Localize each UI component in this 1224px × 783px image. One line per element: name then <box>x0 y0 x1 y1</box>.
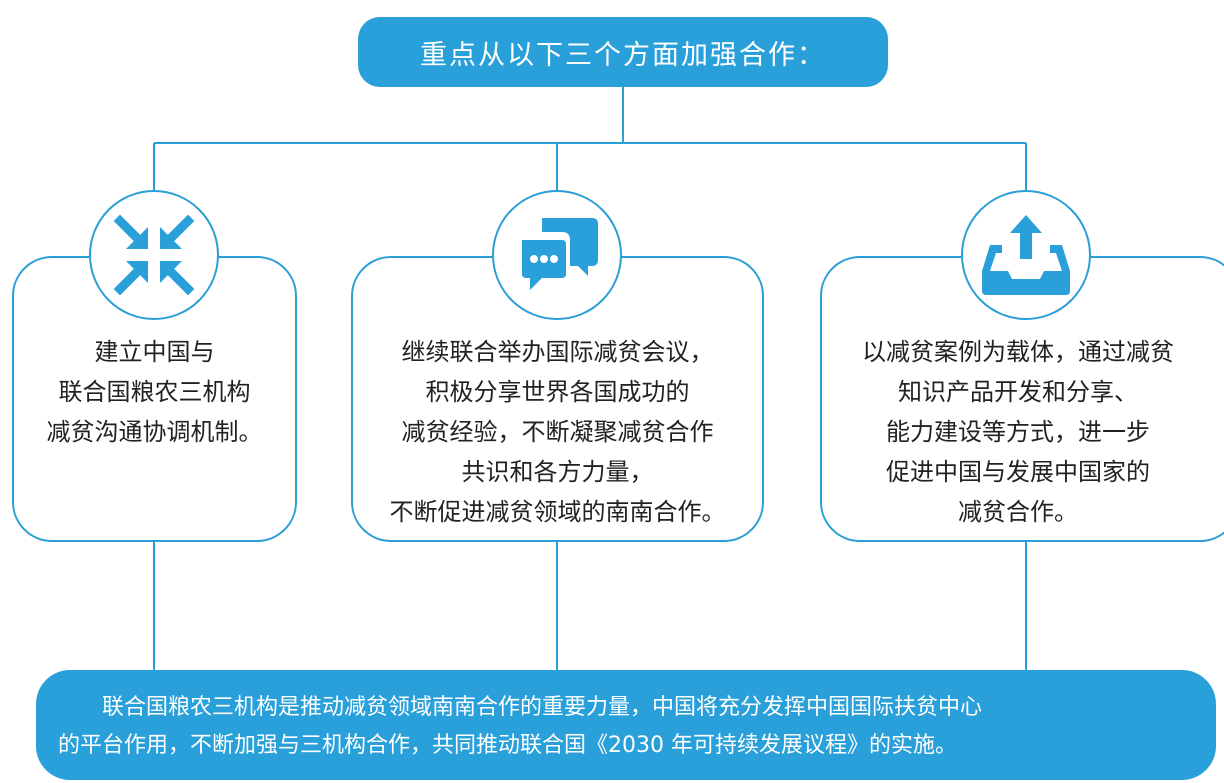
compress-arrows-icon <box>89 190 219 320</box>
summary-banner: 联合国粮农三机构是推动减贫领域南南合作的重要力量，中国将充分发挥中国国际扶贫中心… <box>36 670 1216 780</box>
card-text: 建立中国与 联合国粮农三机构 减贫沟通协调机制。 <box>14 332 295 452</box>
card-conference: 继续联合举办国际减贫会议， 积极分享世界各国成功的 减贫经验，不断凝聚减贫合作 … <box>351 256 764 542</box>
chat-bubbles-icon <box>492 190 622 320</box>
summary-line: 联合国粮农三机构是推动减贫领域南南合作的重要力量，中国将充分发挥中国国际扶贫中心 <box>102 695 983 720</box>
card-text: 继续联合举办国际减贫会议， 积极分享世界各国成功的 减贫经验，不断凝聚减贫合作 … <box>353 332 762 532</box>
card-line: 能力建设等方式，进一步 <box>886 418 1150 446</box>
title-text: 重点从以下三个方面加强合作： <box>420 39 826 71</box>
card-line: 以减贫案例为载体，通过减贫 <box>862 338 1174 366</box>
card-line: 建立中国与 <box>94 338 215 366</box>
summary-line: 的平台作用，不断加强与三机构合作，共同推动联合国《2030 年可持续发展议程》的… <box>58 733 957 758</box>
card-text: 以减贫案例为载体，通过减贫 知识产品开发和分享、 能力建设等方式，进一步 促进中… <box>822 332 1214 532</box>
card-line: 知识产品开发和分享、 <box>898 378 1138 406</box>
card-line: 减贫经验，不断凝聚减贫合作 <box>401 418 714 446</box>
card-line: 不断促进减贫领域的南南合作。 <box>389 498 726 526</box>
upload-tray-icon <box>961 190 1091 320</box>
title-banner: 重点从以下三个方面加强合作： <box>358 17 888 87</box>
card-line: 减贫沟通协调机制。 <box>46 418 263 446</box>
card-line: 减贫合作。 <box>958 498 1078 526</box>
card-line: 积极分享世界各国成功的 <box>425 378 690 406</box>
card-line: 继续联合举办国际减贫会议， <box>401 338 714 366</box>
card-line: 共识和各方力量， <box>461 458 654 486</box>
card-line: 联合国粮农三机构 <box>58 378 251 406</box>
card-line: 促进中国与发展中国家的 <box>886 458 1150 486</box>
